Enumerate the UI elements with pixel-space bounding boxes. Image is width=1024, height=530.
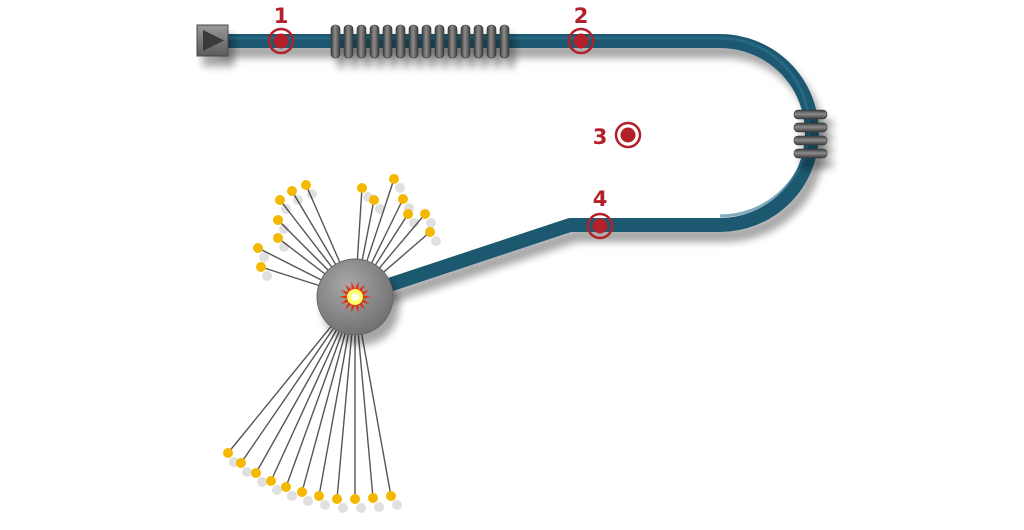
magnet-coil — [460, 24, 471, 59]
particle-dot — [281, 482, 291, 492]
particle-dot — [223, 448, 233, 458]
particle-dot — [332, 494, 342, 504]
beam-tube — [211, 34, 819, 303]
marker-label-1: 1 — [274, 4, 289, 28]
magnet-coil — [434, 24, 445, 59]
magnet-array-straight — [330, 24, 510, 59]
particle-dot — [314, 491, 324, 501]
particle-track — [354, 296, 384, 512]
particle-dot — [425, 227, 435, 237]
particle-dot — [368, 493, 378, 503]
marker-2: 2 — [567, 4, 595, 55]
magnet-coil — [369, 24, 380, 59]
explosion-star-icon — [339, 281, 371, 313]
marker-label-3: 3 — [593, 125, 608, 149]
magnet-coil — [343, 24, 354, 59]
magnet-coil — [356, 24, 367, 59]
magnet-coil — [499, 24, 510, 59]
particle-dot — [420, 209, 430, 219]
particle-dot — [301, 180, 311, 190]
particle-dot — [253, 243, 263, 253]
particle-dot — [251, 468, 261, 478]
beam-tube-group — [211, 34, 819, 303]
particle-tracks — [223, 174, 441, 513]
particle-dot — [287, 186, 297, 196]
particle-dot — [275, 195, 285, 205]
particle-dot — [236, 458, 246, 468]
magnet-coil — [793, 135, 828, 146]
magnet-array-ring — [793, 109, 828, 159]
particle-source — [196, 24, 229, 57]
particle-dot — [389, 174, 399, 184]
particle-dot — [273, 215, 283, 225]
magnet-coil — [408, 24, 419, 59]
magnet-coil — [382, 24, 393, 59]
magnet-coil — [330, 24, 341, 59]
particle-dot — [350, 494, 360, 504]
particle-dot — [266, 476, 276, 486]
marker-3: 3 — [593, 121, 642, 149]
marker-4: 4 — [586, 187, 614, 240]
magnet-coil — [486, 24, 497, 59]
magnet-coil — [421, 24, 432, 59]
particle-dot — [297, 487, 307, 497]
particle-dot — [398, 194, 408, 204]
magnet-coil — [793, 122, 828, 133]
magnet-coil — [793, 148, 828, 159]
play-arrow-icon — [203, 30, 224, 51]
particle-dot — [369, 195, 379, 205]
marker-layer: 1 2 3 4 — [267, 4, 642, 240]
particle-dot — [357, 183, 367, 193]
magnet-coil — [793, 109, 828, 120]
marker-label-2: 2 — [574, 4, 589, 28]
magnet-coil — [395, 24, 406, 59]
magnet-coil — [473, 24, 484, 59]
marker-label-4: 4 — [593, 187, 608, 211]
particle-dot — [386, 491, 396, 501]
magnet-coil — [447, 24, 458, 59]
particle-dot — [256, 262, 266, 272]
marker-1: 1 — [267, 4, 295, 55]
particle-dot — [273, 233, 283, 243]
particle-dot — [403, 209, 413, 219]
